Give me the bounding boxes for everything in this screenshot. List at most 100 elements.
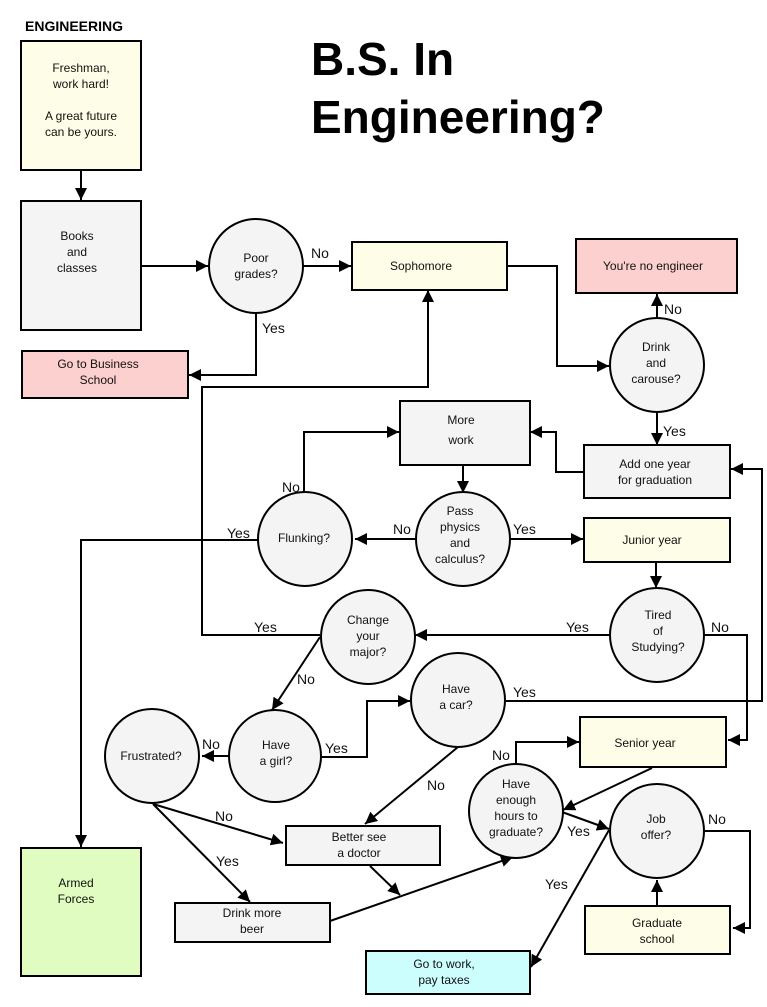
label-change-no: No	[297, 671, 315, 687]
edge-doctor-beerline	[369, 865, 401, 896]
label-tired-no: No	[711, 619, 729, 635]
edge-frus-beer	[152, 803, 251, 903]
edges	[75, 170, 763, 968]
node-label-line: of	[653, 624, 664, 638]
node-label-line: Better see	[332, 830, 387, 844]
more-work-label: More work	[447, 413, 475, 447]
node-label-line: Job	[646, 812, 666, 826]
edge-change-girl	[271, 636, 321, 711]
frustrated-label: Frustrated?	[120, 749, 182, 763]
node-label-line: and	[67, 245, 87, 259]
label-frus-no: No	[215, 808, 233, 824]
node-label-line: Have	[442, 682, 470, 696]
label-frus-yes: Yes	[216, 853, 239, 869]
node-label-line: Freshman,	[52, 61, 109, 75]
node-label-line: a doctor	[337, 846, 380, 860]
node-poor-grades: Poor grades?	[208, 218, 304, 314]
node-add-year: Add one year for graduation	[583, 444, 731, 499]
node-job-offer: Job offer?	[609, 783, 705, 879]
node-label-line: Armed	[58, 876, 93, 890]
node-label-line: and	[450, 536, 470, 550]
node-label-line: carouse?	[631, 372, 681, 386]
node-label-line: for graduation	[618, 473, 692, 487]
node-label-line: Pass	[447, 504, 474, 518]
edge-sophomore-drink	[507, 265, 609, 372]
node-label-line: classes	[57, 261, 97, 275]
node-senior: Senior year	[579, 716, 727, 768]
junior-label: Junior year	[622, 533, 681, 547]
doctor-label: Better see a doctor	[332, 830, 387, 860]
node-label-line: Flunking?	[278, 531, 330, 545]
section-title: ENGINEERING	[25, 18, 123, 34]
node-label-line: school	[640, 932, 675, 946]
node-label-line: More	[447, 413, 475, 427]
label-tired-yes: Yes	[566, 619, 589, 635]
flunking-label: Flunking?	[278, 531, 330, 545]
node-label-line: Studying?	[631, 640, 685, 654]
node-flunking: Flunking?	[257, 491, 353, 587]
label-flunk-yes: Yes	[227, 525, 250, 541]
label-hours-yes: Yes	[567, 823, 590, 839]
node-doctor: Better see a doctor	[285, 825, 441, 866]
edge-poor-business	[189, 314, 257, 381]
node-label-line: can be yours.	[45, 125, 117, 139]
label-poor-no: No	[311, 245, 329, 261]
node-label-line: work	[447, 433, 474, 447]
edge-senior-hours	[562, 767, 653, 811]
edge-car-addyear	[506, 463, 763, 702]
edge-hours-senior	[515, 736, 579, 765]
node-books: Books and classes	[20, 200, 142, 331]
label-job-yes: Yes	[545, 876, 568, 892]
node-label-line: calculus?	[435, 552, 485, 566]
job-offer-label: Job offer?	[641, 812, 672, 842]
label-drink-yes: Yes	[663, 423, 686, 439]
edge-tired-senior	[704, 634, 748, 746]
node-label-line: Go to Business	[57, 357, 138, 371]
label-flunk-no: No	[282, 479, 300, 495]
node-label-line: Drink more	[223, 906, 282, 920]
node-label-line: grades?	[234, 267, 278, 281]
label-job-no: No	[708, 811, 726, 827]
work-label: Go to work,pay taxes	[413, 957, 474, 987]
node-label-line: Have	[502, 777, 530, 791]
edge-job-gradschool	[705, 830, 751, 934]
node-label-line: Books	[60, 229, 93, 243]
node-label-line: graduate?	[489, 825, 543, 839]
add-year-label: Add one year for graduation	[618, 457, 692, 487]
node-label-line: Add one year	[619, 457, 690, 471]
node-label-line: Poor	[243, 251, 268, 265]
label-hours-no: No	[492, 747, 510, 763]
node-label-line: Have	[262, 738, 290, 752]
label-poor-yes: Yes	[262, 320, 285, 336]
poor-grades-label: Poor grades?	[234, 251, 278, 281]
edge-job-work	[530, 829, 610, 968]
edge-hours-job	[561, 811, 610, 831]
label-car-yes: Yes	[513, 684, 536, 700]
node-label-line: Frustrated?	[120, 749, 182, 763]
node-frustrated: Frustrated?	[104, 708, 200, 804]
node-label-line: offer?	[641, 828, 672, 842]
node-label-line: A great future	[45, 109, 117, 123]
label-pass-no: No	[393, 521, 411, 537]
main-title-line-1: B.S. In	[311, 33, 454, 85]
books-label: Books and classes	[57, 229, 97, 275]
node-label-line: your	[356, 629, 379, 643]
